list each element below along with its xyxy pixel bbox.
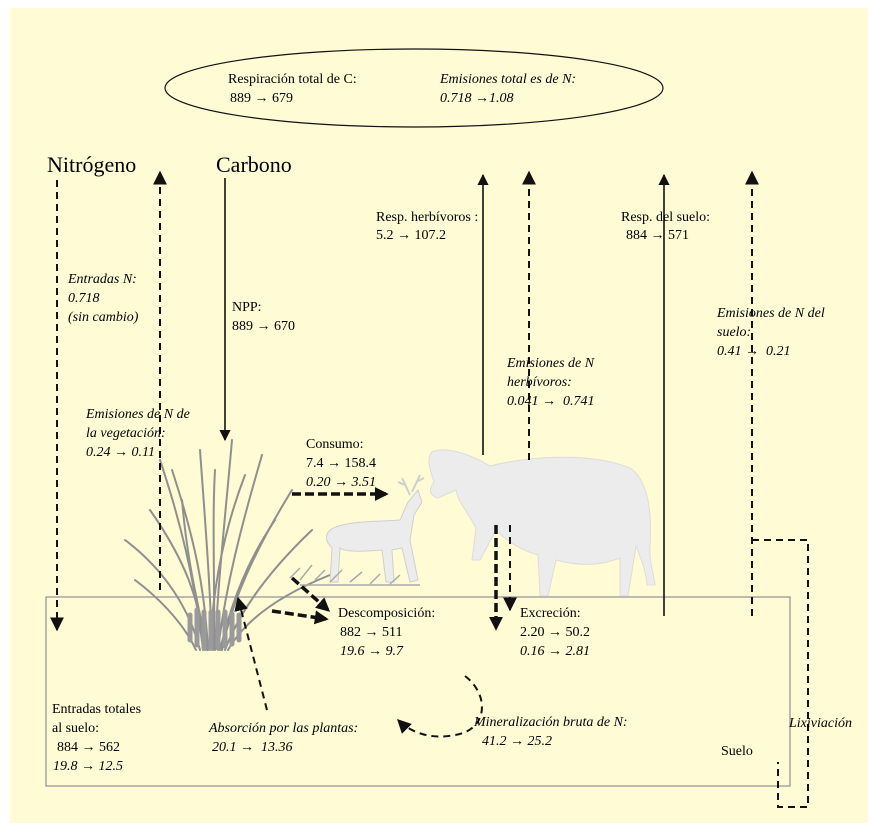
respiration-n-title: Emisiones total es de N: xyxy=(440,71,576,88)
leaching-label: Lixiviación xyxy=(789,715,852,732)
soil-inputs-line2: al suelo: xyxy=(52,720,99,737)
herbivore-respiration-value: 5.2 → 107.2 xyxy=(376,227,446,244)
respiration-c-title: Respiración total de C: xyxy=(228,71,357,88)
consumption-n-value: 0.20 → 3.51 xyxy=(306,474,376,491)
npp-title: NPP: xyxy=(232,299,262,316)
mineralization-title: Mineralización bruta de N: xyxy=(474,714,628,731)
soil-n-emissions-line2: suelo: xyxy=(717,324,751,341)
mineralization-value: 41.2 → 25.2 xyxy=(482,733,552,750)
soil-inputs-n-value: 19.8 → 12.5 xyxy=(53,758,123,775)
respiration-n-value: 0.718 →1.08 xyxy=(440,90,514,107)
consumption-title: Consumo: xyxy=(306,436,364,453)
herbivore-n-emissions-value: 0.041 → 0.741 xyxy=(507,393,595,410)
plant-uptake-value: 20.1 → 13.36 xyxy=(212,739,293,756)
n-inputs-title: Entradas N: xyxy=(68,271,137,288)
herbivore-n-emissions-line2: herbívoros: xyxy=(507,374,572,391)
soil-label: Suelo xyxy=(721,743,753,760)
npp-value: 889 → 670 xyxy=(232,318,295,335)
soil-inputs-line1: Entradas totales xyxy=(52,701,141,718)
vegetation-n-emissions-line1: Emisiones de N de xyxy=(86,406,190,423)
vegetation-n-emissions-line2: la vegetación: xyxy=(86,425,166,442)
excretion-c-value: 2.20 → 50.2 xyxy=(520,624,590,641)
respiration-c-value: 889 → 679 xyxy=(230,90,293,107)
consumption-c-value: 7.4 → 158.4 xyxy=(306,455,376,472)
nitrogen-heading: Nitrógeno xyxy=(47,152,136,178)
soil-inputs-c-value: 884 → 562 xyxy=(57,739,120,756)
carbon-heading: Carbono xyxy=(216,152,292,178)
plant-uptake-title: Absorción por las plantas: xyxy=(209,720,358,737)
excretion-n-value: 0.16 → 2.81 xyxy=(520,643,590,660)
herbivore-respiration-title: Resp. herbívoros : xyxy=(376,209,478,226)
n-inputs-note: (sin cambio) xyxy=(68,309,138,326)
decomposition-title: Descomposición: xyxy=(338,605,435,622)
herbivore-n-emissions-line1: Emisiones de N xyxy=(507,355,594,372)
soil-respiration-title: Resp. del suelo: xyxy=(621,209,710,226)
decomposition-n-value: 19.6 → 9.7 xyxy=(340,643,403,660)
soil-respiration-value: 884 → 571 xyxy=(626,227,689,244)
n-inputs-value: 0.718 xyxy=(68,290,100,307)
soil-n-emissions-value: 0.41 → 0.21 xyxy=(717,343,791,360)
decomposition-c-value: 882 → 511 xyxy=(340,624,402,641)
soil-n-emissions-line1: Emisiones de N del xyxy=(717,305,825,322)
excretion-title: Excreción: xyxy=(520,605,581,622)
vegetation-n-emissions-value: 0.24 → 0.11 xyxy=(86,444,155,461)
